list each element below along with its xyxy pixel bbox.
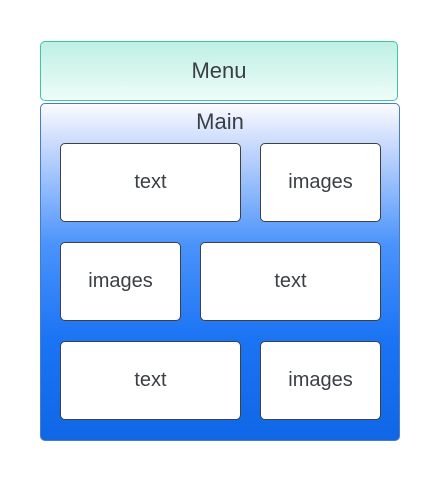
row3-images-box: images xyxy=(260,341,381,420)
menu-label: Menu xyxy=(191,58,247,83)
row2-text-label: text xyxy=(274,270,307,292)
row2-images-label: images xyxy=(88,270,153,292)
row1-images-box: images xyxy=(260,143,381,222)
row3-text-box: text xyxy=(60,341,241,420)
main-block: Main text images images text text images xyxy=(40,103,400,441)
row1-images-label: images xyxy=(288,171,353,193)
row2-text-box: text xyxy=(200,242,381,321)
row3-text-label: text xyxy=(134,369,167,391)
row3-images-label: images xyxy=(288,369,353,391)
row1-text-label: text xyxy=(134,171,167,193)
main-label: Main xyxy=(196,109,244,134)
menu-block: Menu xyxy=(40,41,398,101)
row2-images-box: images xyxy=(60,242,181,321)
row1-text-box: text xyxy=(60,143,241,222)
